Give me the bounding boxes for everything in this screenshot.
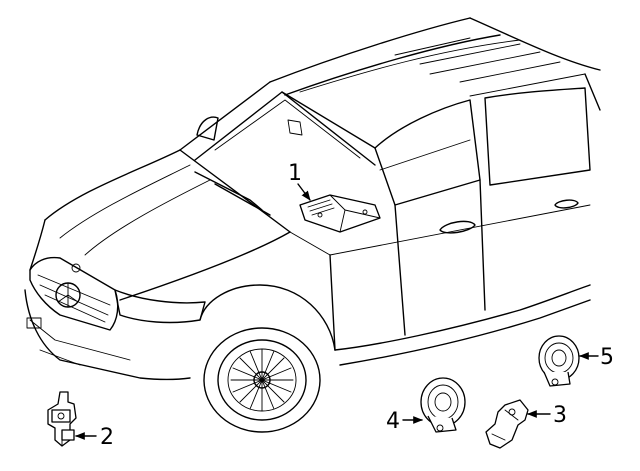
horn-part-5[interactable] — [538, 335, 580, 387]
callout-5: 5 — [579, 345, 614, 370]
vehicle-illustration — [24, 17, 601, 433]
callout-label-4: 4 — [386, 409, 400, 434]
callout-label-2: 2 — [100, 425, 114, 450]
sensor-part-2[interactable] — [47, 391, 77, 447]
callout-4: 4 — [386, 409, 423, 434]
callout-2: 2 — [75, 425, 114, 450]
callout-label-1: 1 — [288, 161, 302, 186]
callout-1: 1 — [288, 161, 311, 201]
horn-part-4[interactable] — [420, 377, 466, 433]
callout-3: 3 — [527, 403, 567, 428]
callout-label-5: 5 — [600, 345, 614, 370]
control-unit-part[interactable] — [299, 194, 381, 233]
sensor-part-3[interactable] — [485, 399, 529, 449]
callout-label-3: 3 — [553, 403, 567, 428]
